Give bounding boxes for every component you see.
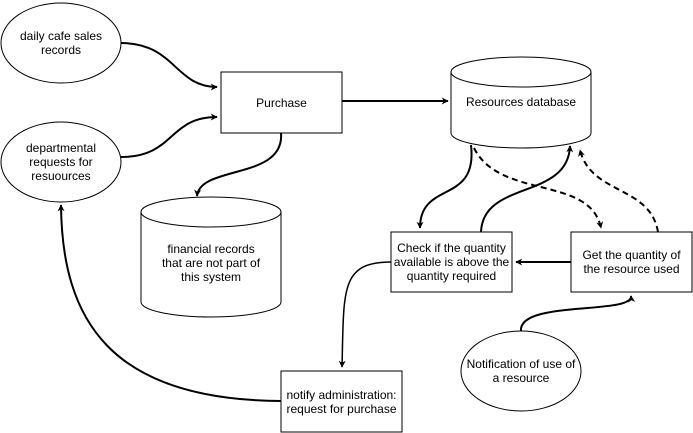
dept-requests-label: departmental requests for resuources [25,141,97,183]
notification-label: Notification of use of a resource [466,357,576,385]
edge-get-to-resources-db-dashed [578,149,659,233]
check-quantity-label: Check if the quantity available is above… [393,241,510,283]
financial-records-label: financial records that are not part of t… [161,242,261,284]
get-quantity-box[interactable] [570,231,693,293]
edge-resources-db-to-check [416,144,473,229]
resources-db-label: Resources database [465,95,577,109]
dept-requests-ellipse[interactable] [0,121,122,203]
edge-notify-admin-to-dept-requests [57,204,282,402]
edge-purchase-to-financial-records [194,132,283,197]
edge-notification-to-get [519,295,636,332]
edge-daily-sales-to-purchase [120,42,218,91]
daily-sales-label: daily cafe sales records [19,29,103,57]
edge-check-to-notify-admin [338,261,392,368]
notify-admin-label: notify administration: request for purch… [286,387,397,416]
edge-dept-requests-to-purchase [120,113,218,158]
edge-resources-db-to-get-dashed [473,147,604,229]
get-quantity-label: Get the quantity of the resource used [582,248,681,276]
edge-check-to-resources-db [480,145,574,233]
notify-admin-box[interactable] [280,370,403,433]
check-quantity-box[interactable] [390,231,513,293]
purchase-label: Purchase [256,95,307,110]
financial-records-cylinder[interactable] [140,196,282,318]
resources-db-cylinder[interactable] [450,56,592,149]
